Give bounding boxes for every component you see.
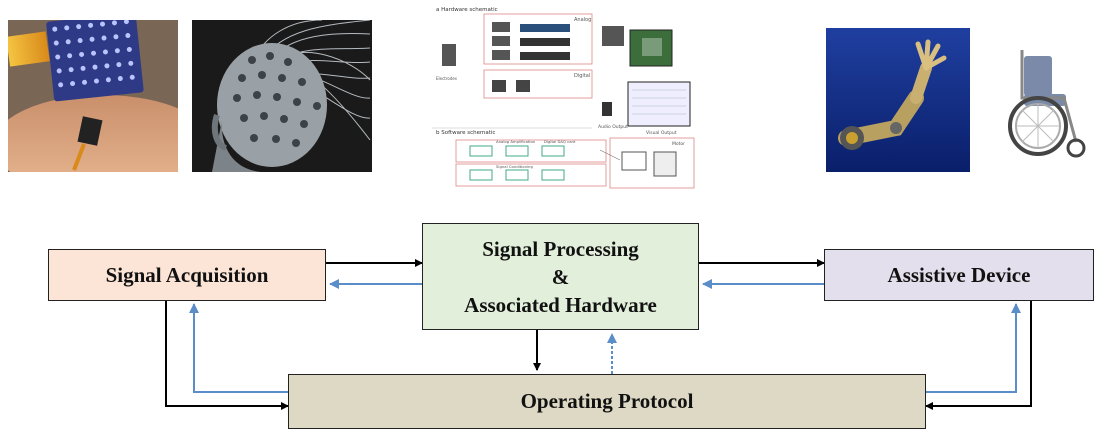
- arrow-assistive-to-protocol: [925, 300, 1032, 410]
- operating-protocol-box: Operating Protocol: [288, 374, 926, 429]
- electrode-array-photo: [8, 20, 178, 172]
- signal-processing-label-line1: Signal Processing: [482, 236, 639, 261]
- signal-processing-box: Signal Processing & Associated Hardware: [422, 223, 699, 330]
- schematic-section-a: a Hardware schematic: [436, 7, 498, 13]
- wheelchair-photo: [994, 38, 1094, 162]
- signal-acquisition-box: Signal Acquisition: [48, 249, 326, 301]
- arrow-protocol-to-acquisition-feedback: [189, 303, 288, 393]
- assistive-device-label: Assistive Device: [887, 262, 1031, 287]
- assistive-device-box: Assistive Device: [824, 249, 1094, 301]
- operating-protocol-label: Operating Protocol: [520, 389, 694, 413]
- svg-text:Electrodes: Electrodes: [436, 76, 457, 81]
- svg-text:Analog Amplification: Analog Amplification: [496, 139, 536, 144]
- robotic-arm-photo: [826, 28, 970, 172]
- signal-processing-label-line3: Associated Hardware: [464, 292, 657, 317]
- schematic-section-b: b Software schematic: [436, 130, 495, 136]
- arrow-protocol-to-assistive-feedback: [926, 303, 1021, 393]
- signal-processing-label-line2: &: [551, 264, 570, 289]
- svg-text:Visual Output: Visual Output: [646, 130, 677, 136]
- svg-text:Digital DAQ card: Digital DAQ card: [544, 139, 576, 144]
- svg-text:Audio Output: Audio Output: [598, 124, 628, 130]
- eeg-cap-head-photo: [192, 20, 372, 172]
- arrow-acquisition-to-protocol: [165, 300, 289, 410]
- hardware-software-schematic: a Hardware schematic Analog Digital Elec…: [432, 2, 700, 190]
- svg-text:Digital: Digital: [574, 73, 590, 79]
- svg-text:Analog: Analog: [574, 17, 591, 23]
- svg-text:Signal Conditioning: Signal Conditioning: [496, 164, 533, 169]
- svg-text:Motor: Motor: [672, 141, 685, 147]
- signal-acquisition-label: Signal Acquisition: [105, 262, 269, 287]
